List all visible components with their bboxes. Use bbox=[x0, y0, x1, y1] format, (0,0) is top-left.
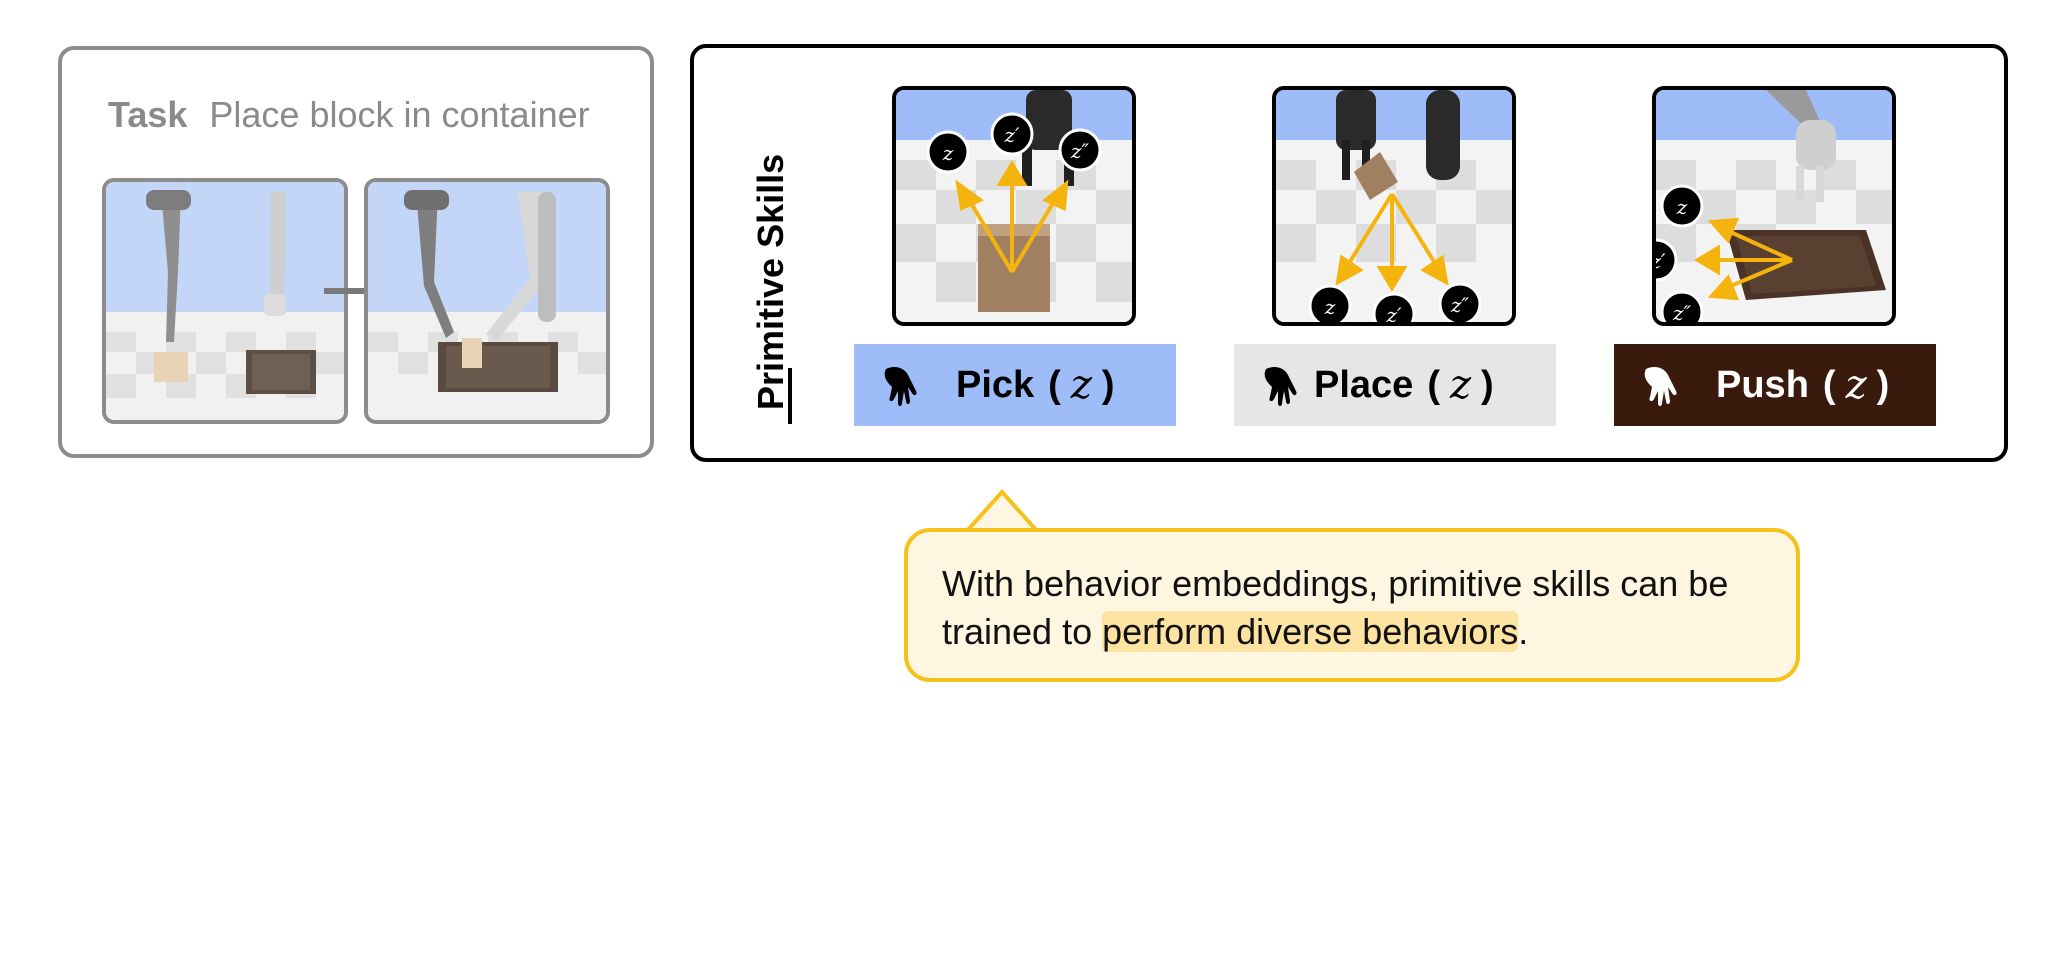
callout-text-end: . bbox=[1518, 611, 1529, 652]
primitive-skills-panel: Primitive Skills z z′ z″ bbox=[690, 44, 2008, 462]
open-paren: ( bbox=[1427, 363, 1440, 406]
callout-text: With behavior embeddings, primitive skil… bbox=[942, 563, 1729, 652]
skill-push-label: Push ( z ) bbox=[1614, 344, 1936, 426]
open-paren: ( bbox=[1822, 363, 1836, 406]
pick-scene-image: z z′ z″ bbox=[892, 86, 1136, 326]
gripper-hand-icon bbox=[1644, 367, 1677, 406]
task-goal-image bbox=[364, 178, 610, 424]
svg-text:z′: z′ bbox=[1385, 303, 1402, 322]
embedding-z-prime-label: z′ bbox=[1003, 123, 1020, 147]
skill-embedding-z: z bbox=[1449, 362, 1472, 408]
skills-divider bbox=[788, 368, 792, 424]
embedding-z-label: z bbox=[942, 141, 954, 165]
task-start-image bbox=[102, 178, 348, 424]
close-paren: ) bbox=[1876, 363, 1890, 406]
svg-text:z: z bbox=[1676, 195, 1688, 219]
open-paren: ( bbox=[1048, 363, 1061, 406]
task-title: Task Place block in container bbox=[108, 94, 590, 136]
task-panel: Task Place block in container bbox=[58, 46, 654, 458]
svg-text:z′: z′ bbox=[1656, 249, 1666, 273]
gripper-hand-icon bbox=[1264, 367, 1297, 406]
skill-embedding-z: z bbox=[1845, 362, 1867, 408]
place-scene-image: z z′ z″ bbox=[1272, 86, 1516, 326]
skill-pick-label: Pick ( z ) bbox=[854, 344, 1176, 426]
task-description: Place block in container bbox=[209, 94, 590, 135]
skill-name: Place bbox=[1314, 363, 1414, 406]
skill-name: Pick bbox=[956, 363, 1035, 406]
callout-box: With behavior embeddings, primitive skil… bbox=[904, 528, 1800, 682]
svg-text:z: z bbox=[1324, 295, 1336, 319]
skill-name: Push bbox=[1716, 363, 1809, 406]
task-label: Task bbox=[108, 94, 188, 135]
skill-embedding-z: z bbox=[1070, 362, 1092, 408]
skill-place-label: Place ( z ) bbox=[1234, 344, 1556, 426]
callout-highlight: perform diverse behaviors bbox=[1102, 611, 1519, 652]
close-paren: ) bbox=[1481, 363, 1494, 406]
gripper-hand-icon bbox=[884, 367, 917, 406]
embedding-z-double-prime-label: z″ bbox=[1070, 139, 1090, 163]
close-paren: ) bbox=[1101, 363, 1115, 406]
svg-text:z″: z″ bbox=[1672, 301, 1692, 322]
svg-text:z″: z″ bbox=[1450, 293, 1470, 317]
primitive-skills-label: Primitive Skills bbox=[750, 153, 791, 410]
push-scene-image: z z′ z″ bbox=[1652, 86, 1896, 326]
